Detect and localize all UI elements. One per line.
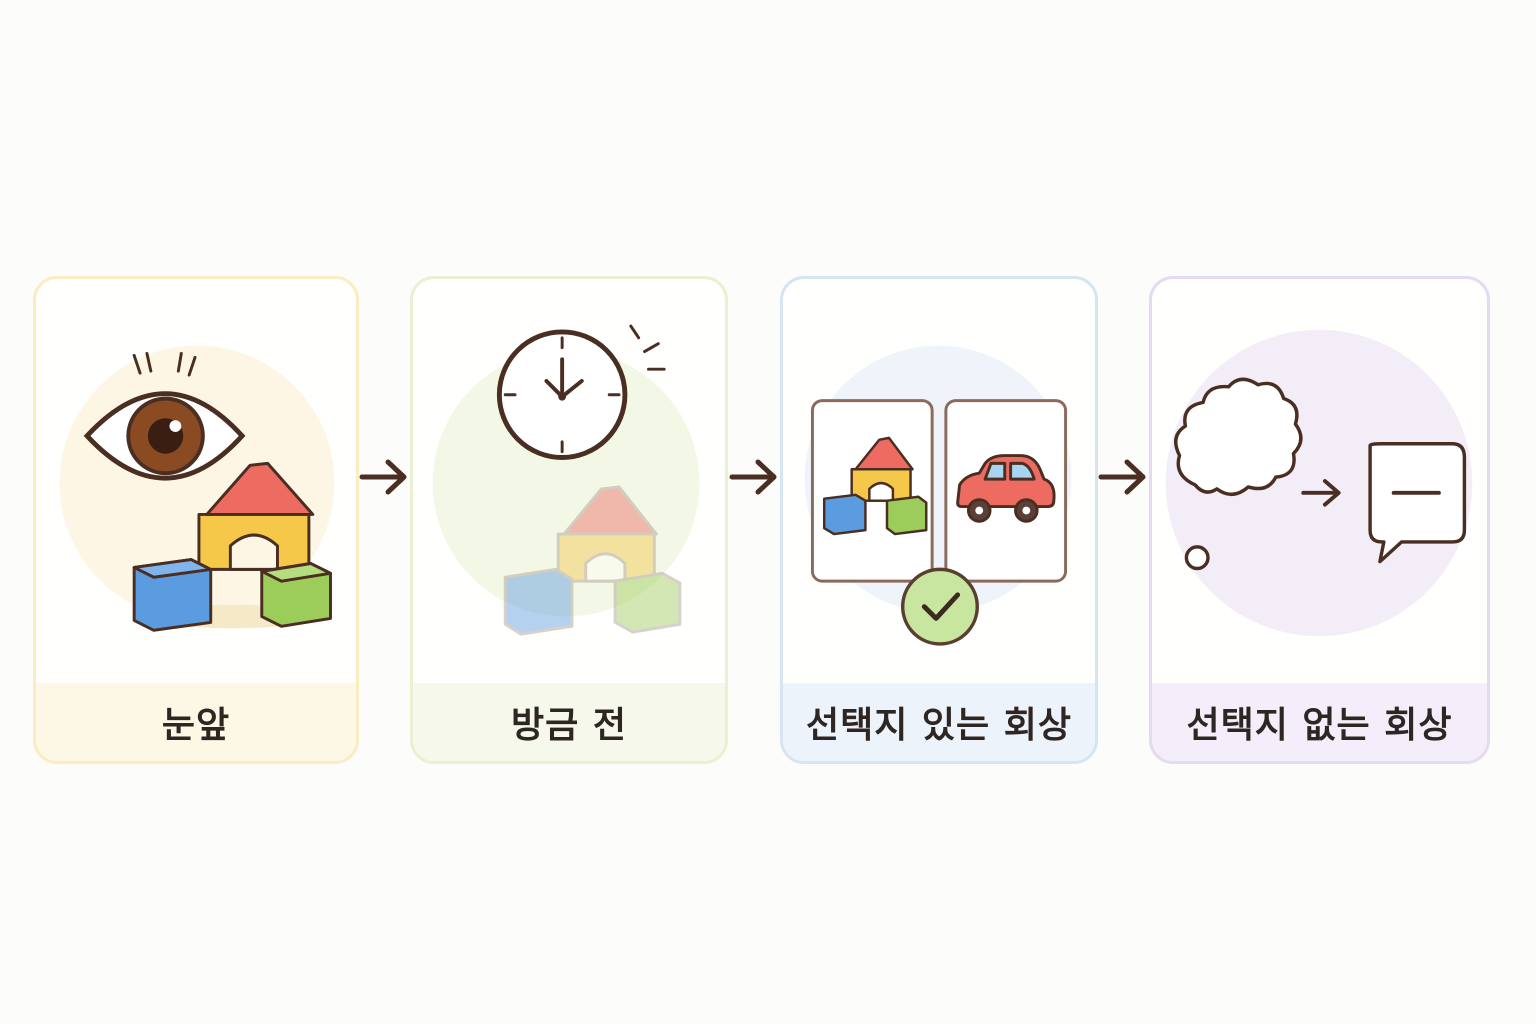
step-label: 선택지 없는 회상 (1186, 705, 1453, 746)
step-card-present: 눈앞 (33, 276, 359, 764)
step-card-just-before: 방금 전 (410, 276, 728, 764)
step-label: 선택지 있는 회상 (806, 705, 1072, 746)
arrow-right-icon (359, 459, 407, 495)
choice-cards-check-icon (804, 345, 1072, 646)
step-label: 눈앞 (161, 705, 231, 746)
step-label-band: 선택지 있는 회상 (783, 683, 1095, 761)
arrow-right-icon (729, 459, 777, 495)
eye-with-blocks-icon (59, 345, 335, 632)
step-label: 방금 전 (511, 705, 627, 746)
step-label-band: 방금 전 (413, 683, 725, 761)
step-card-recognition: 선택지 있는 회상 (780, 276, 1098, 764)
step-label-band: 눈앞 (36, 683, 356, 761)
step-label-band: 선택지 없는 회상 (1152, 683, 1487, 761)
arrow-right-icon (1098, 459, 1146, 495)
clock-with-faded-blocks-icon (432, 324, 700, 636)
step-card-free-recall: 선택지 없는 회상 (1149, 276, 1490, 764)
thought-to-speech-icon (1165, 329, 1473, 637)
